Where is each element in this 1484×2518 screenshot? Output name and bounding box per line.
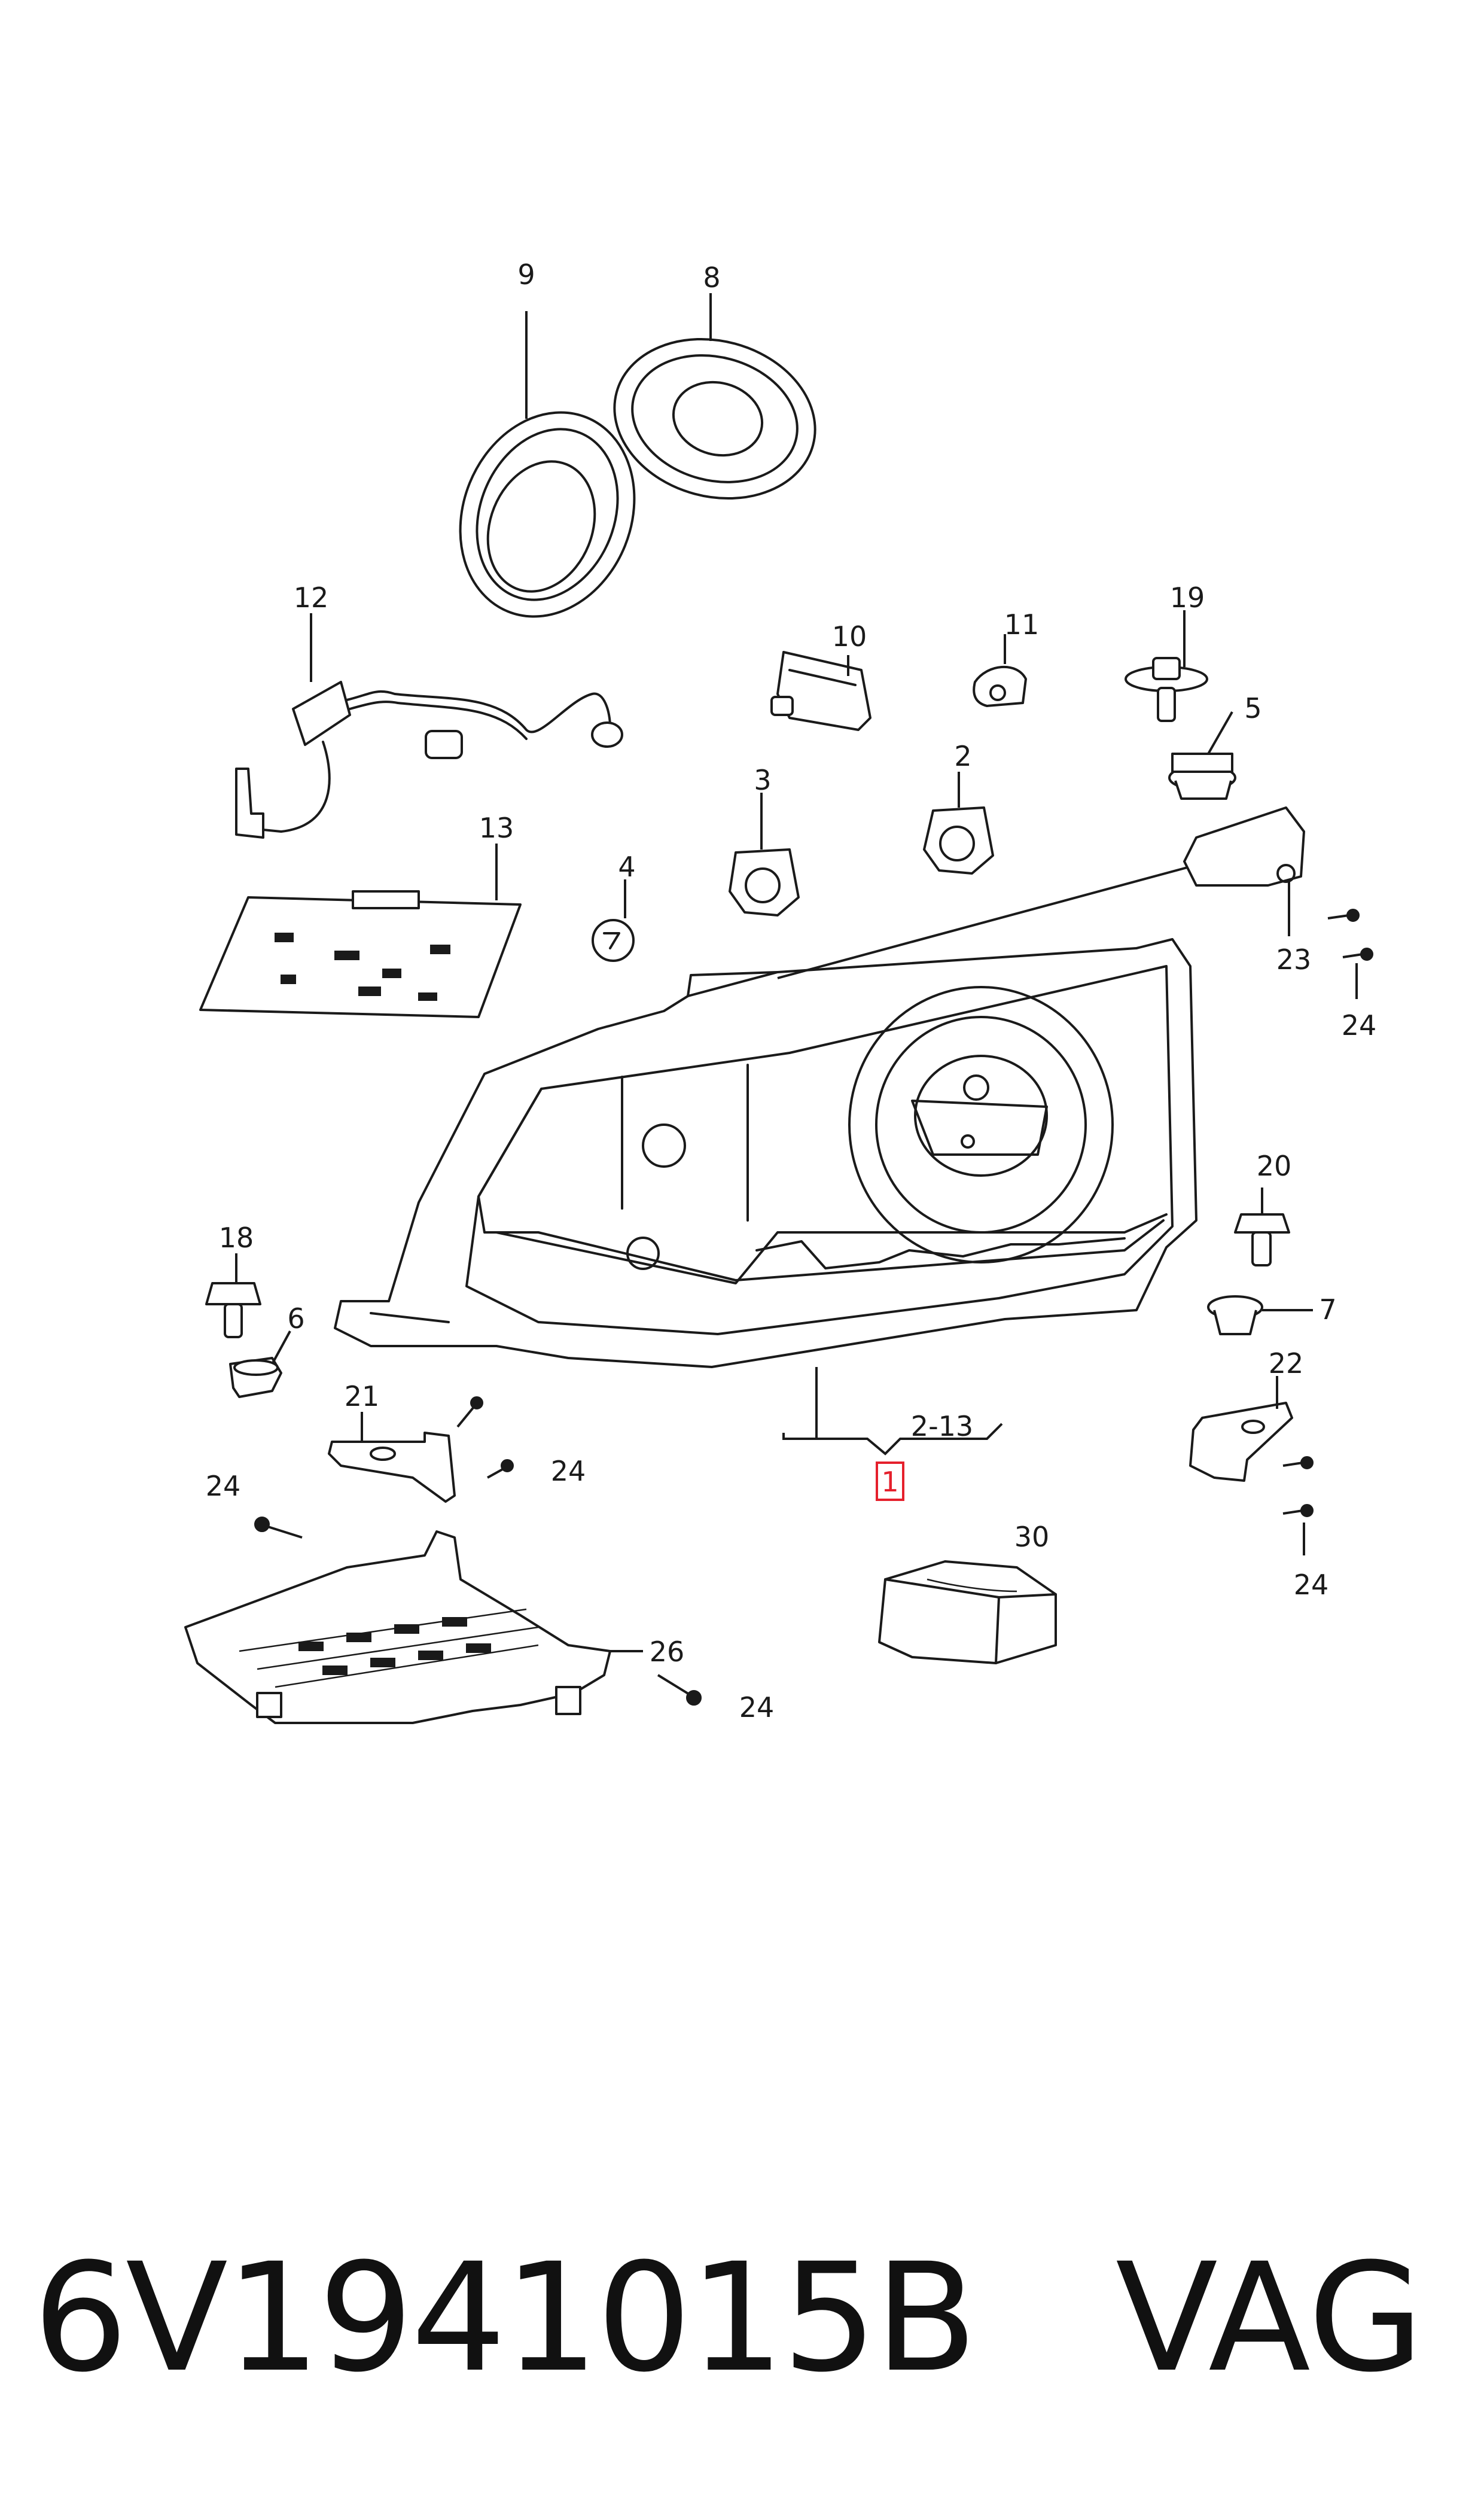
- callout-range: 2-13: [911, 1410, 973, 1442]
- part-bulb-holder: [770, 651, 871, 731]
- part-wiring-harness: [235, 681, 623, 839]
- part-lens-cover: [459, 411, 636, 618]
- part-bracket-21: [328, 1432, 456, 1503]
- part-round-cap: [613, 337, 816, 500]
- part-number-label: 6V1941015B: [33, 2231, 977, 2405]
- part-grommet: [1168, 753, 1236, 800]
- callout-20: 20: [1257, 1150, 1292, 1182]
- callout-21: 21: [345, 1380, 380, 1412]
- callout-1: 1: [881, 1466, 898, 1498]
- part-bulb-socket-2: [923, 806, 994, 875]
- screw-icon: [657, 1674, 702, 1706]
- callout-24: 24: [551, 1455, 586, 1487]
- screw-icon: [1342, 948, 1373, 961]
- callout-4: 4: [618, 851, 635, 883]
- part-push-pin: [1125, 657, 1208, 722]
- callout-12: 12: [294, 581, 329, 614]
- callout-19: 19: [1170, 581, 1205, 614]
- part-clip: [973, 665, 1027, 707]
- callout-7: 7: [1319, 1293, 1336, 1326]
- part-grille-bracket: [184, 1530, 611, 1724]
- screw-icon: [1282, 1456, 1314, 1469]
- callout-labels: 9 8 12 10 11 19 5 3 2 4 13 23 24 20 7 18…: [206, 258, 1377, 1724]
- brand-label: VAG: [1116, 2231, 1424, 2405]
- callout-23: 23: [1276, 943, 1312, 976]
- callout-9: 9: [517, 258, 535, 291]
- callout-24: 24: [739, 1691, 775, 1724]
- part-bracket-22: [1189, 1402, 1293, 1482]
- callout-5: 5: [1244, 692, 1261, 724]
- callout-24: 24: [1294, 1569, 1329, 1601]
- part-bolt-18: [205, 1282, 261, 1338]
- callout-24: 24: [1342, 1009, 1377, 1042]
- callout-3: 3: [754, 764, 771, 796]
- part-pad: [878, 1560, 1057, 1664]
- callout-6: 6: [287, 1302, 304, 1335]
- callout-18: 18: [219, 1222, 254, 1254]
- part-control-module: [199, 890, 522, 1018]
- part-nut: [1207, 1295, 1263, 1335]
- screws-24: [254, 909, 1373, 1706]
- screw-icon: [254, 1517, 303, 1539]
- part-headlamp-assembly: [334, 938, 1197, 1368]
- callout-11: 11: [1004, 608, 1040, 641]
- part-clip-6: [229, 1357, 282, 1398]
- callout-30: 30: [1014, 1521, 1050, 1553]
- highlight-box: [876, 1462, 904, 1501]
- screw-icon: [456, 1396, 483, 1428]
- screw-icon: [1282, 1504, 1314, 1517]
- callout-26: 26: [650, 1636, 685, 1668]
- callout-24: 24: [206, 1470, 241, 1502]
- screw-icon: [1327, 909, 1360, 922]
- part-bolt: [1234, 1213, 1290, 1266]
- screw-icon: [487, 1459, 514, 1479]
- callout-10: 10: [832, 620, 867, 653]
- part-bulb-socket-3: [729, 848, 800, 917]
- part-small-bulb: [592, 919, 635, 962]
- callout-2: 2: [954, 740, 971, 772]
- leader-lines: [235, 293, 1358, 1652]
- part-mounting-bracket: [1183, 806, 1305, 887]
- callout-22: 22: [1269, 1347, 1304, 1380]
- callout-8: 8: [703, 261, 720, 294]
- callout-13: 13: [479, 812, 514, 844]
